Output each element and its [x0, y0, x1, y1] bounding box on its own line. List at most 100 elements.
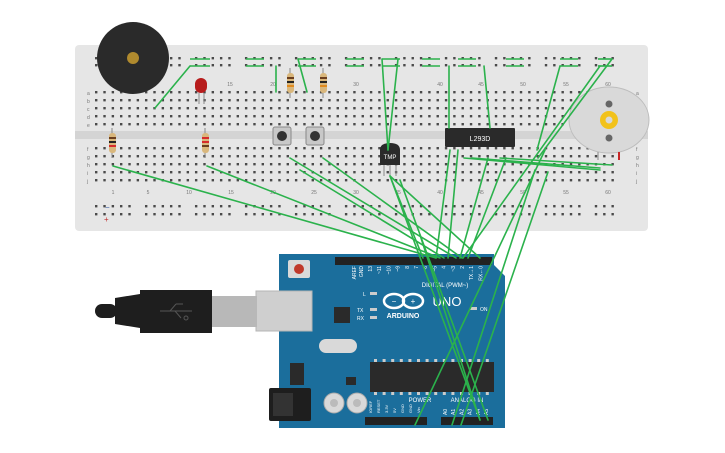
- breadboard-hole: [444, 99, 448, 102]
- breadboard-hole: [211, 64, 215, 67]
- breadboard-hole: [419, 91, 423, 94]
- breadboard-hole: [444, 163, 448, 166]
- breadboard-hole: [536, 171, 539, 174]
- jumper-wire: [499, 157, 613, 166]
- breadboard-hole: [486, 179, 489, 182]
- breadboard-hole: [411, 163, 414, 166]
- breadboard-hole: [219, 115, 223, 118]
- breadboard-hole: [378, 155, 381, 158]
- breadboard-hole: [603, 171, 606, 174]
- breadboard-hole: [378, 115, 381, 118]
- usb-interface-chip: [334, 307, 350, 323]
- breadboard-hole: [461, 171, 464, 174]
- breadboard-hole: [386, 99, 389, 102]
- breadboard-hole: [403, 107, 406, 110]
- breadboard-hole: [453, 115, 456, 118]
- breadboard-hole: [303, 163, 306, 166]
- breadboard-hole: [394, 91, 398, 94]
- breadboard-hole: [294, 99, 298, 102]
- breadboard-hole: [278, 91, 281, 94]
- breadboard-hole: [153, 99, 156, 102]
- breadboard-hole: [111, 163, 115, 166]
- breadboard-hole: [553, 64, 556, 67]
- breadboard-row-letter: a: [87, 91, 90, 97]
- breadboard-hole: [269, 205, 273, 208]
- breadboard-hole: [353, 205, 356, 208]
- breadboard-hole: [269, 123, 273, 126]
- breadboard-hole: [328, 155, 331, 158]
- breadboard-hole: [103, 179, 106, 182]
- breadboard-hole: [503, 57, 506, 60]
- breadboard-hole: [578, 91, 581, 94]
- breadboard-hole: [578, 171, 581, 174]
- jumper-wire: [447, 149, 459, 259]
- breadboard-hole: [561, 179, 564, 182]
- breadboard-hole: [503, 179, 506, 182]
- breadboard-hole: [186, 155, 190, 158]
- breadboard-hole: [394, 213, 398, 216]
- breadboard-hole: [369, 123, 373, 126]
- breadboard-hole: [519, 179, 523, 182]
- breadboard-hole: [486, 123, 489, 126]
- breadboard-hole: [211, 57, 215, 60]
- breadboard-hole: [286, 179, 289, 182]
- breadboard-hole: [411, 64, 414, 67]
- breadboard-hole: [261, 205, 264, 208]
- breadboard-hole: [244, 205, 248, 208]
- breadboard-hole: [244, 99, 248, 102]
- breadboard-hole: [161, 205, 165, 208]
- breadboard-hole: [411, 205, 414, 208]
- breadboard-hole: [478, 57, 481, 60]
- breadboard-hole: [136, 171, 140, 174]
- breadboard-hole: [378, 171, 381, 174]
- breadboard-hole: [194, 107, 198, 110]
- jumper-wire: [297, 58, 308, 93]
- breadboard-hole: [244, 91, 248, 94]
- breadboard-hole: [419, 213, 423, 216]
- breadboard-row-letter: i: [636, 171, 637, 177]
- breadboard-hole: [494, 91, 498, 94]
- breadboard-hole: [311, 115, 314, 118]
- breadboard-row-letter: j: [635, 179, 637, 185]
- breadboard-hole: [269, 147, 273, 150]
- breadboard-hole: [419, 171, 423, 174]
- resistor-1: [109, 128, 116, 158]
- breadboard-holes: [95, 57, 614, 216]
- breadboard-hole: [553, 123, 556, 126]
- breadboard-hole: [211, 179, 215, 182]
- breadboard-hole: [478, 163, 481, 166]
- breadboard-hole: [411, 171, 414, 174]
- temperature-sensor: TMP: [380, 143, 400, 176]
- breadboard-hole: [194, 213, 198, 216]
- breadboard-hole: [269, 91, 273, 94]
- breadboard-hole: [111, 91, 115, 94]
- breadboard-hole: [469, 99, 473, 102]
- breadboard-hole: [519, 147, 523, 150]
- breadboard-hole: [611, 205, 614, 208]
- breadboard-column-number: 45: [478, 82, 484, 88]
- breadboard-hole: [111, 171, 115, 174]
- breadboard-hole: [219, 99, 223, 102]
- breadboard-hole: [95, 147, 98, 150]
- breadboard-hole: [461, 147, 464, 150]
- breadboard-hole: [261, 147, 264, 150]
- breadboard-hole: [353, 155, 356, 158]
- driver-chip-label: L293D: [470, 136, 491, 143]
- breadboard-hole: [428, 107, 431, 110]
- breadboard-hole: [269, 155, 273, 158]
- breadboard-hole: [503, 91, 506, 94]
- breadboard-hole: [503, 213, 506, 216]
- breadboard-hole: [394, 107, 398, 110]
- breadboard-hole: [261, 155, 264, 158]
- breadboard-hole: [95, 205, 98, 208]
- breadboard-hole: [386, 123, 389, 126]
- breadboard-hole: [303, 213, 306, 216]
- breadboard-hole: [186, 147, 190, 150]
- breadboard-hole: [344, 123, 348, 126]
- breadboard-hole: [436, 163, 439, 166]
- breadboard-hole: [153, 147, 156, 150]
- breadboard-hole: [461, 115, 464, 118]
